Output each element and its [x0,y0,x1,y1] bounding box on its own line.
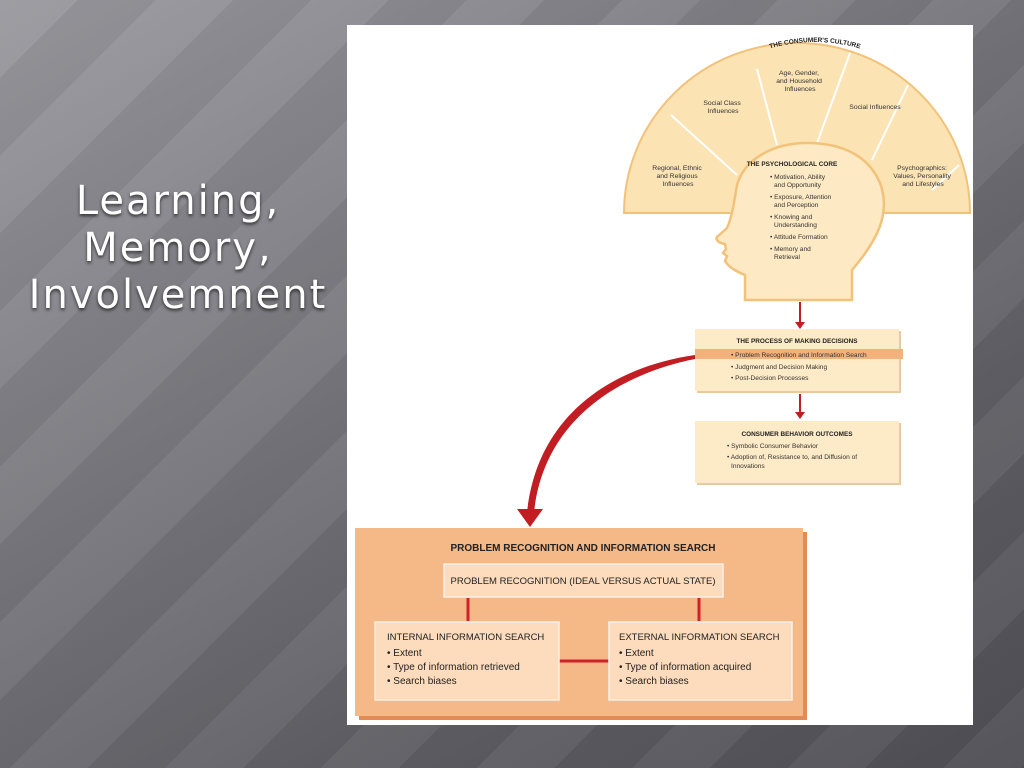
search-panel: PROBLEM RECOGNITION AND INFORMATION SEAR… [355,528,807,720]
internal-search-item: • Search biases [387,676,457,687]
segment-social: Social Influences [849,104,901,111]
decisions-box: THE PROCESS OF MAKING DECISIONS • Proble… [695,329,903,393]
segment-age-gender: Age, Gender, and Household Influences [776,70,824,93]
external-search-item: • Extent [619,648,654,659]
slide-title-line: Learning, [75,178,281,224]
decisions-item: • Judgment and Decision Making [731,364,827,371]
recognition-box [443,563,724,598]
curved-arrow [517,355,695,527]
arrow-core-to-decisions [795,302,805,329]
head-profile-shape [715,141,886,302]
fan-dividers [670,52,960,191]
segment-psychographics: Psychographics: Values, Personality and … [893,165,953,188]
internal-search-title: INTERNAL INFORMATION SEARCH [387,632,544,643]
segment-social-class: Social Class Influences [703,100,742,115]
external-search-item: • Type of information acquired [619,662,751,673]
decisions-highlight [695,349,903,359]
recognition-text: PROBLEM RECOGNITION (IDEAL VERSUS ACTUAL… [451,576,716,587]
slide-title-line: Involvemnent [28,272,328,318]
external-search-item: • Search biases [619,676,689,687]
external-search-box [608,621,793,701]
outcomes-box: CONSUMER BEHAVIOR OUTCOMES • Symbolic Co… [695,421,901,485]
internal-search-item: • Extent [387,648,422,659]
core-title: THE PSYCHOLOGICAL CORE [747,161,838,168]
internal-search-item: • Type of information retrieved [387,662,520,673]
outcomes-item: • Symbolic Consumer Behavior [727,443,819,450]
slide-title: Learning, Memory, Involvemnent [8,178,348,319]
search-connectors [466,598,701,663]
outcomes-title: CONSUMER BEHAVIOR OUTCOMES [741,431,853,438]
culture-fan: THE CONSUMER'S CULTURE Regional, Ethnic … [622,37,972,214]
culture-fan-shape [622,42,972,214]
external-search-title: EXTERNAL INFORMATION SEARCH [619,632,780,643]
decisions-item: • Post-Decision Processes [731,375,809,382]
outcomes-item: • Adoption of, Resistance to, and Diffus… [727,454,857,461]
segment-regional: Regional, Ethnic and Religious Influence… [652,165,703,188]
internal-search-box [374,621,560,701]
outcomes-item: Innovations [731,463,765,470]
core-items: • Motivation, Ability and Opportunity • … [770,174,833,261]
consumer-behavior-diagram: THE CONSUMER'S CULTURE Regional, Ethnic … [347,25,973,725]
arrow-decisions-to-outcomes [795,394,805,419]
slide-title-line: Memory, [83,225,273,271]
decisions-title: THE PROCESS OF MAKING DECISIONS [736,338,858,345]
search-title: PROBLEM RECOGNITION AND INFORMATION SEAR… [451,543,716,554]
decisions-item: • Problem Recognition and Information Se… [731,352,867,359]
